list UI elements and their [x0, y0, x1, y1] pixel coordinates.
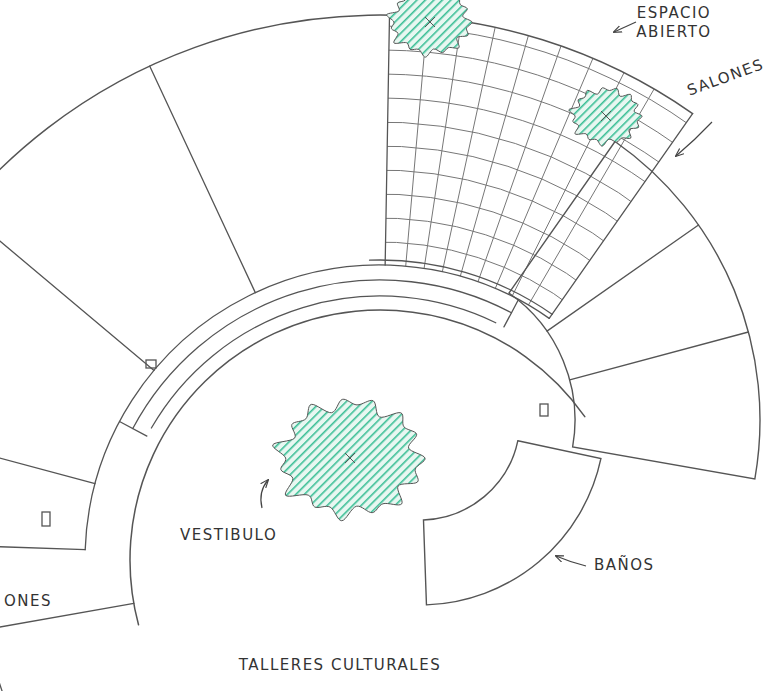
grid-line: [369, 242, 576, 309]
room-divider: [549, 114, 692, 319]
grid-line: [368, 218, 590, 291]
room-divider: [385, 15, 389, 265]
grid-line: [495, 58, 593, 288]
grid-line: [366, 170, 620, 253]
outer-wall: [0, 15, 693, 691]
open-space-tree: [569, 88, 642, 146]
tree-canopy: [273, 399, 425, 521]
room-label: BAÑOS: [594, 556, 655, 575]
vestibule-tree: [273, 399, 425, 521]
door-mark: [146, 360, 156, 368]
plan-lines: [0, 15, 760, 691]
open-space-grid: [361, 17, 708, 309]
leader-arrow: [676, 122, 712, 156]
inner-wall: [85, 265, 549, 550]
grid-line: [362, 50, 694, 158]
tree-trunk-mark: [345, 453, 355, 463]
room-wall: [0, 546, 4, 691]
tree-trunk-mark: [601, 111, 611, 121]
leader-arrow: [556, 556, 586, 566]
leader-lines: [261, 22, 712, 566]
tree-trunk-mark: [425, 17, 435, 27]
leader-arrow: [614, 22, 636, 32]
sheet-caption: TALLERES CULTURALES: [190, 656, 490, 675]
open-space-tree: [387, 0, 472, 57]
tree-canopy: [569, 88, 642, 146]
leader-arrow: [261, 480, 268, 508]
room-divider: [570, 332, 749, 380]
room-label: SALONES: [685, 55, 767, 100]
grid-line: [366, 146, 635, 234]
room-label: ONES: [4, 592, 52, 611]
grid-line: [424, 21, 461, 268]
corridor-end: [120, 422, 147, 437]
right-wing-wall: [509, 141, 760, 479]
room-divider: [0, 210, 154, 371]
tree-canopy: [387, 0, 472, 57]
corridor-end: [504, 300, 519, 327]
room-divider: [547, 225, 699, 331]
room-divider: [150, 66, 256, 293]
room-divider: [0, 541, 85, 550]
corridor-wall: [133, 280, 512, 429]
door-mark: [42, 512, 50, 526]
room-label: VESTIBULO: [180, 526, 277, 545]
door-mark: [540, 404, 548, 416]
bathroom-wall: [423, 441, 600, 605]
room-label: ESPACIO ABIERTO: [628, 4, 720, 42]
room-divider: [0, 419, 95, 484]
